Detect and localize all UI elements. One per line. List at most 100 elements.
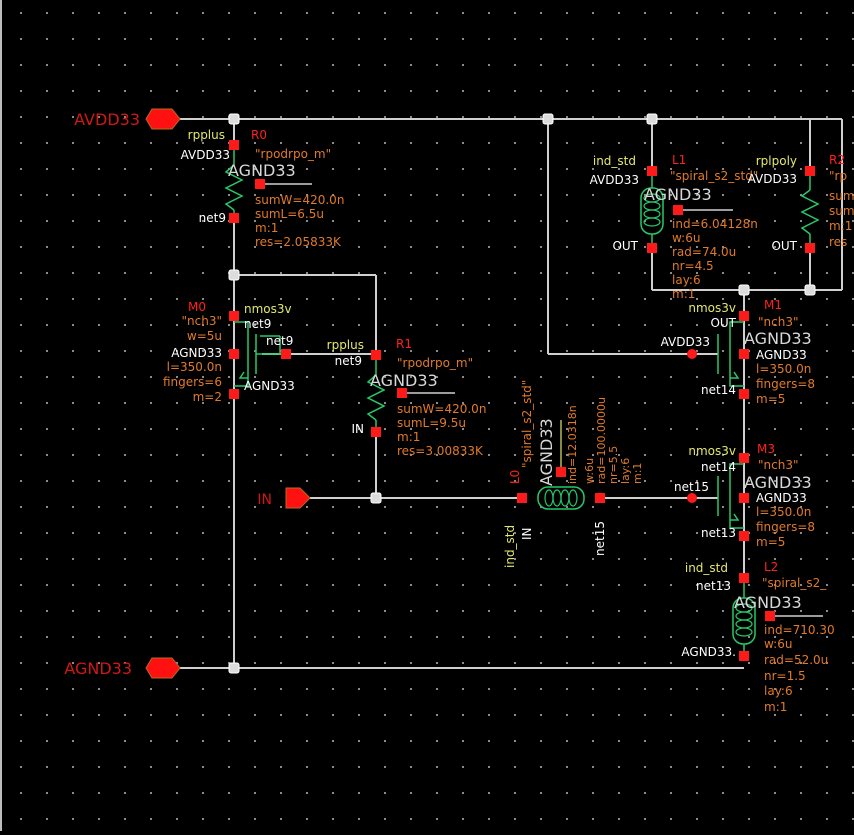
grid-dot bbox=[514, 142, 516, 144]
grid-dot bbox=[618, 740, 620, 742]
param: nr=4.5 bbox=[672, 259, 714, 273]
grid-dot bbox=[150, 376, 152, 378]
instance-name: L0 bbox=[508, 470, 522, 484]
pin[interactable] bbox=[371, 427, 381, 437]
grid-dot bbox=[436, 64, 438, 66]
pin[interactable] bbox=[556, 467, 566, 477]
pin[interactable] bbox=[255, 179, 265, 189]
grid-dot bbox=[436, 428, 438, 430]
grid-dot bbox=[774, 168, 776, 170]
grid-dot bbox=[150, 636, 152, 638]
pin[interactable] bbox=[687, 349, 697, 359]
pin[interactable] bbox=[739, 651, 749, 661]
instance-m0[interactable]: M0 nmos3v net9 net9 AGND33 "nch3" w=5u A… bbox=[163, 300, 295, 404]
pin[interactable] bbox=[739, 573, 749, 583]
pin[interactable] bbox=[739, 531, 749, 541]
instance-m3[interactable]: M3 nmos3v net14 net15 net13 "nch3" AGND3… bbox=[674, 442, 815, 549]
grid-dot bbox=[618, 428, 620, 430]
grid-dot bbox=[540, 792, 542, 794]
net-label: AGND33. bbox=[681, 645, 736, 659]
net-label: net14 bbox=[701, 383, 736, 397]
pin[interactable] bbox=[805, 166, 815, 176]
grid-dot bbox=[670, 532, 672, 534]
grid-dot bbox=[202, 272, 204, 274]
pin[interactable] bbox=[229, 389, 239, 399]
grid-dot bbox=[696, 12, 698, 14]
grid-dot bbox=[514, 480, 516, 482]
pin[interactable] bbox=[229, 140, 239, 150]
pin[interactable] bbox=[281, 349, 291, 359]
grid-dot bbox=[254, 506, 256, 508]
pin[interactable] bbox=[739, 453, 749, 463]
grid-dot bbox=[202, 402, 204, 404]
grid-dot bbox=[618, 714, 620, 716]
pin[interactable] bbox=[687, 493, 697, 503]
pin[interactable] bbox=[739, 389, 749, 399]
instance-l2[interactable]: ind_std net13 AGND33. L2 "spiral_s2_ AGN… bbox=[681, 560, 834, 714]
pin[interactable] bbox=[739, 493, 749, 503]
grid-dot bbox=[696, 740, 698, 742]
grid-dot bbox=[332, 142, 334, 144]
pin[interactable] bbox=[647, 243, 657, 253]
pin[interactable] bbox=[595, 493, 605, 503]
port-avdd33[interactable]: AVDD33 bbox=[74, 108, 181, 130]
grid-dot bbox=[514, 64, 516, 66]
pin[interactable] bbox=[739, 311, 749, 321]
grid-dot bbox=[696, 506, 698, 508]
instance-l0[interactable]: ind_std IN net15 L0 "spiral_s2_std" AGND… bbox=[503, 380, 644, 568]
grid-dot bbox=[800, 350, 802, 352]
grid-dot bbox=[46, 558, 48, 560]
grid-dot bbox=[852, 662, 854, 664]
grid-dot bbox=[826, 168, 828, 170]
port-in[interactable]: IN bbox=[257, 487, 311, 509]
pin[interactable] bbox=[229, 311, 239, 321]
pin[interactable] bbox=[647, 166, 657, 176]
grid-dot bbox=[20, 38, 22, 40]
pin[interactable] bbox=[229, 349, 239, 359]
grid-dot bbox=[98, 662, 100, 664]
pin[interactable] bbox=[673, 205, 683, 215]
grid-dot bbox=[280, 246, 282, 248]
instance-r2[interactable]: rplpoly AVDD33 OUT R2 "rp sum sum m:1 re… bbox=[748, 153, 854, 253]
instance-r1[interactable]: rpplus net9 IN R1 "rpodrpo_m" AGND33 sum… bbox=[327, 337, 487, 458]
instance-r0[interactable]: rpplus AVDD33 net9 R0 "rpodrpo_m" AGND33… bbox=[181, 128, 345, 249]
pin[interactable] bbox=[371, 350, 381, 360]
grid-dot bbox=[228, 402, 230, 404]
grid-dot bbox=[748, 64, 750, 66]
grid-dot bbox=[124, 428, 126, 430]
grid-dot bbox=[254, 688, 256, 690]
grid-dot bbox=[618, 402, 620, 404]
grid-dot bbox=[852, 220, 854, 222]
grid-dot bbox=[618, 220, 620, 222]
grid-dot bbox=[280, 636, 282, 638]
grid-dot bbox=[592, 818, 594, 820]
param: res=3.00833K bbox=[397, 444, 484, 458]
pin[interactable] bbox=[517, 493, 527, 503]
grid-dot bbox=[566, 402, 568, 404]
instance-l1[interactable]: ind_std AVDD33 OUT L1 "spiral_s2_std" AG… bbox=[590, 153, 759, 301]
param: fingers=8 bbox=[756, 520, 815, 534]
pin[interactable] bbox=[397, 388, 407, 398]
pin[interactable] bbox=[765, 611, 775, 621]
instance-m1[interactable]: M1 nmos3v OUT AVDD33 net14 "nch3" AGND33… bbox=[661, 298, 815, 406]
port-agnd33[interactable]: AGND33 bbox=[64, 657, 181, 679]
grid-dot bbox=[670, 506, 672, 508]
grid-dot bbox=[280, 324, 282, 326]
pin[interactable] bbox=[229, 213, 239, 223]
pin[interactable] bbox=[805, 243, 815, 253]
net-label: OUT bbox=[612, 239, 638, 253]
grid-dot bbox=[514, 402, 516, 404]
grid-dot bbox=[670, 38, 672, 40]
grid-dot bbox=[306, 454, 308, 456]
grid-dot bbox=[176, 376, 178, 378]
grid-dot bbox=[306, 766, 308, 768]
pin[interactable] bbox=[739, 349, 749, 359]
grid-dot bbox=[436, 818, 438, 820]
grid-dot bbox=[98, 480, 100, 482]
grid-dot bbox=[20, 584, 22, 586]
grid-dot bbox=[462, 558, 464, 560]
grid-dot bbox=[774, 272, 776, 274]
grid-dot bbox=[98, 142, 100, 144]
